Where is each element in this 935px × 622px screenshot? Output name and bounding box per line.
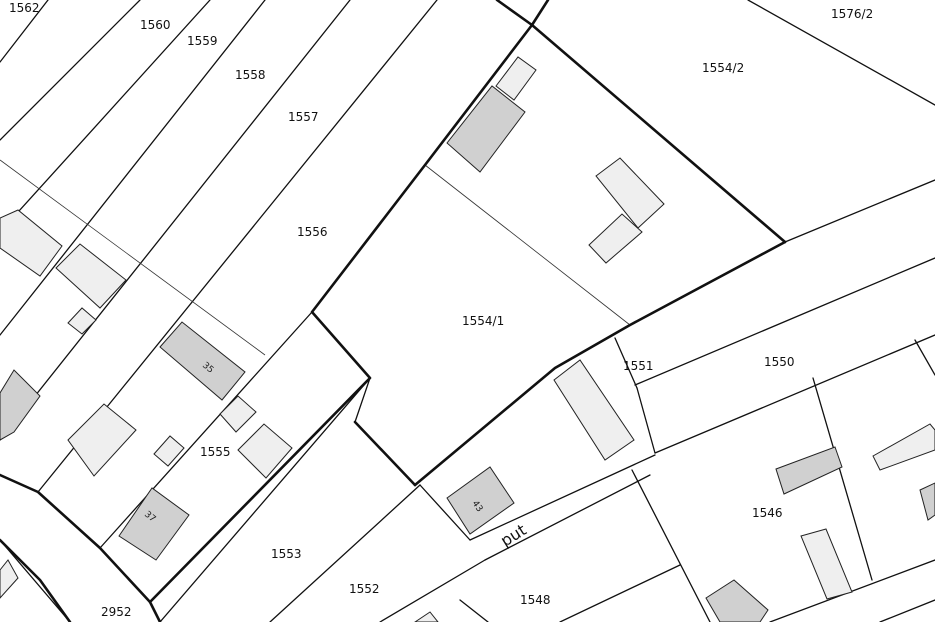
boundary-line bbox=[484, 474, 651, 561]
building bbox=[446, 85, 526, 173]
building bbox=[153, 435, 185, 467]
parcel-label-1546: 1546 bbox=[752, 506, 783, 520]
parcel-label-1560: 1560 bbox=[140, 18, 171, 32]
parcel-label-2952: 2952 bbox=[101, 605, 132, 619]
buildings bbox=[0, 56, 935, 622]
boundary-line bbox=[469, 454, 656, 541]
building bbox=[775, 446, 843, 495]
hairline bbox=[424, 164, 631, 326]
bold-boundary bbox=[353, 420, 417, 487]
building bbox=[414, 611, 439, 622]
boundary-line bbox=[559, 564, 681, 622]
boundary-line bbox=[269, 484, 421, 622]
boundary-line bbox=[0, 0, 49, 63]
building bbox=[588, 213, 643, 264]
building bbox=[595, 157, 665, 229]
parcel-label-1558: 1558 bbox=[235, 68, 266, 82]
parcel-boundaries-bold bbox=[0, 0, 787, 622]
boundary-line bbox=[419, 484, 471, 541]
building bbox=[237, 423, 293, 479]
hairline bbox=[0, 159, 266, 356]
building bbox=[553, 359, 635, 461]
parcel-labels: 1562 1560 1559 1558 1557 1556 1576/2 155… bbox=[9, 1, 873, 619]
boundary-line bbox=[769, 559, 935, 622]
building bbox=[446, 466, 515, 535]
building bbox=[219, 395, 257, 433]
parcel-label-1554-2: 1554/2 bbox=[702, 61, 744, 75]
boundary-line bbox=[99, 311, 313, 549]
building bbox=[0, 369, 41, 441]
building bbox=[872, 423, 935, 471]
boundary-line bbox=[812, 377, 873, 581]
boundary-line bbox=[614, 337, 638, 389]
boundary-line bbox=[0, 0, 211, 233]
building bbox=[159, 321, 246, 401]
boundary-line bbox=[784, 179, 935, 243]
boundary-line bbox=[159, 377, 371, 622]
parcel-label-1562: 1562 bbox=[9, 1, 40, 15]
building bbox=[495, 56, 537, 101]
parcel-label-1557: 1557 bbox=[288, 110, 319, 124]
boundary-line bbox=[0, 0, 351, 441]
boundary-line bbox=[914, 339, 935, 376]
parcel-label-1551: 1551 bbox=[623, 359, 654, 373]
boundary-line bbox=[654, 334, 935, 454]
hairlines bbox=[0, 159, 631, 356]
parcel-label-1556: 1556 bbox=[297, 225, 328, 239]
boundary-line bbox=[636, 387, 656, 454]
boundary-line bbox=[459, 599, 489, 622]
building bbox=[55, 243, 127, 309]
parcel-label-1554-1: 1554/1 bbox=[462, 314, 504, 328]
bold-boundary bbox=[413, 240, 787, 487]
building bbox=[67, 307, 97, 335]
parcel-label-1550: 1550 bbox=[764, 355, 795, 369]
boundary-line bbox=[0, 539, 71, 622]
boundary-line bbox=[379, 559, 486, 622]
parcel-label-1548: 1548 bbox=[520, 593, 551, 607]
building bbox=[67, 403, 137, 477]
boundary-line bbox=[747, 0, 935, 106]
bold-boundary bbox=[530, 23, 787, 244]
building bbox=[0, 209, 63, 277]
bold-boundary bbox=[148, 23, 534, 604]
bold-boundary bbox=[0, 473, 162, 622]
building bbox=[0, 559, 19, 599]
boundary-line bbox=[0, 0, 141, 141]
boundary-line bbox=[634, 257, 935, 386]
boundary-line bbox=[0, 0, 266, 336]
parcel-label-1552: 1552 bbox=[349, 582, 380, 596]
boundary-line bbox=[631, 469, 711, 622]
building bbox=[118, 487, 190, 561]
parcel-label-1553: 1553 bbox=[271, 547, 302, 561]
parcel-label-1576-2: 1576/2 bbox=[831, 7, 873, 21]
parcel-label-1555: 1555 bbox=[200, 445, 231, 459]
boundary-line bbox=[879, 599, 935, 622]
building bbox=[800, 528, 853, 600]
boundary-line bbox=[354, 377, 371, 423]
bold-boundary bbox=[0, 538, 72, 622]
parcel-label-1559: 1559 bbox=[187, 34, 218, 48]
building bbox=[919, 482, 935, 521]
building bbox=[705, 579, 769, 622]
